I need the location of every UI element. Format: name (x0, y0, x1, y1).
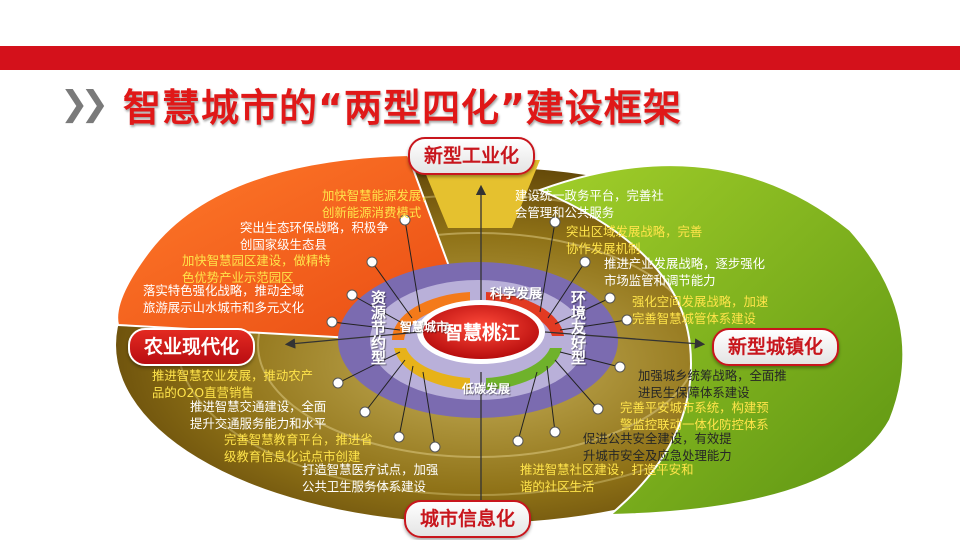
ring-label-smart: 智慧城市 (400, 320, 449, 334)
item-br1: 加强城乡统筹战略，全面推进民生保障体系建设 (638, 368, 787, 400)
item-tl4: 落实特色强化战略，推动全域旅游展示山水城市和多元文化 (143, 283, 305, 315)
pillar-urbanization: 新型城镇化 (712, 328, 840, 366)
item-tl1: 加快智慧能源发展，创新能源消费模式 (322, 188, 434, 220)
item-tr2: 突出区域发展战略，完善协作发展机制 (566, 224, 703, 256)
item-br4: 推进智慧社区建设，打造平安和谐的社区生活 (520, 462, 694, 494)
item-br3: 促进公共安全建设，有效提升城市安全及应急处理能力 (583, 431, 732, 463)
item-tr3: 推进产业发展战略，逐步强化市场监管和调节能力 (604, 256, 766, 288)
double-chevron-icon: ❯❯ (60, 84, 109, 124)
item-tr1: 建设统一政务平台，完善社会管理和公共服务 (515, 188, 664, 220)
page-title: 智慧城市的“两型四化”建设框架 (122, 85, 682, 130)
ring-label-tech: 科学发展 (490, 287, 543, 302)
item-tr4: 强化空间发展战略，加速完善智慧城管体系建设 (632, 294, 769, 326)
center-badge (423, 305, 539, 359)
item-tl3: 加快智慧园区建设，做精特色优势产业示范园区 (182, 253, 331, 285)
ring-label-environment: 环境友好型 (569, 290, 587, 365)
item-bl1: 推进智慧农业发展，推动农产品的O2O直营销售 (152, 368, 314, 400)
item-br2: 完善平安城市系统，构建预警监控联动一体化防控体系 (620, 400, 769, 432)
pillar-industrialization: 新型工业化 (408, 137, 536, 175)
pillar-informatization: 城市信息化 (404, 500, 532, 538)
item-tl2: 突出生态环保战略，积极争创国家级生态县 (240, 220, 389, 252)
ring-label-green: 低碳发展 (462, 382, 511, 396)
center-label: 智慧桃江 (443, 322, 520, 344)
item-bl4: 打造智慧医疗试点，加强公共卫生服务体系建设 (302, 462, 439, 494)
ring-label-resource: 资源节约型 (369, 290, 387, 365)
top-red-bar (0, 46, 960, 70)
pillar-agriculture: 农业现代化 (128, 328, 256, 366)
item-bl2: 推进智慧交通建设，全面提升交通服务能力和水平 (190, 399, 327, 431)
item-bl3: 完善智慧教育平台，推进省级教育信息化试点市创建 (224, 432, 373, 464)
title-area: ❯❯ 智慧城市的“两型四化”建设框架 (60, 80, 682, 130)
